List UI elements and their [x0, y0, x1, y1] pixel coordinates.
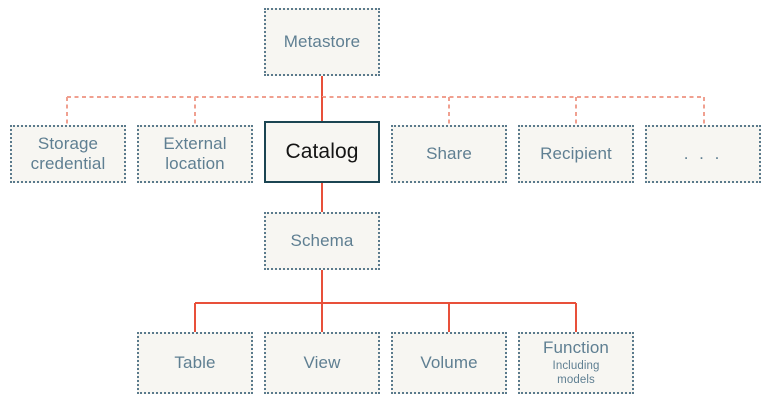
node-label-view: View — [303, 352, 341, 372]
node-share[interactable]: Share — [391, 125, 507, 183]
node-sublabel-function: Including models — [552, 360, 600, 387]
node-volume[interactable]: Volume — [391, 332, 507, 394]
node-more[interactable]: . . . — [645, 125, 761, 183]
node-label-table: Table — [174, 352, 216, 372]
node-label-recipient: Recipient — [540, 143, 612, 163]
node-metastore[interactable]: Metastore — [264, 8, 380, 76]
node-label-schema: Schema — [290, 230, 354, 250]
node-storage-credential[interactable]: Storage credential — [10, 125, 126, 183]
node-label-share: Share — [426, 143, 472, 163]
node-view[interactable]: View — [264, 332, 380, 394]
node-label-storage-credential: Storage credential — [30, 133, 106, 173]
node-label-catalog: Catalog — [285, 139, 359, 163]
node-schema[interactable]: Schema — [264, 212, 380, 270]
node-label-metastore: Metastore — [283, 31, 361, 51]
node-label-more: . . . — [683, 143, 723, 163]
node-external-location[interactable]: External location — [137, 125, 253, 183]
node-table[interactable]: Table — [137, 332, 253, 394]
node-label-function: Function — [542, 338, 609, 358]
node-label-volume: Volume — [420, 352, 478, 372]
node-recipient[interactable]: Recipient — [518, 125, 634, 183]
node-catalog[interactable]: Catalog — [264, 121, 380, 183]
node-label-external-location: External location — [163, 133, 227, 173]
